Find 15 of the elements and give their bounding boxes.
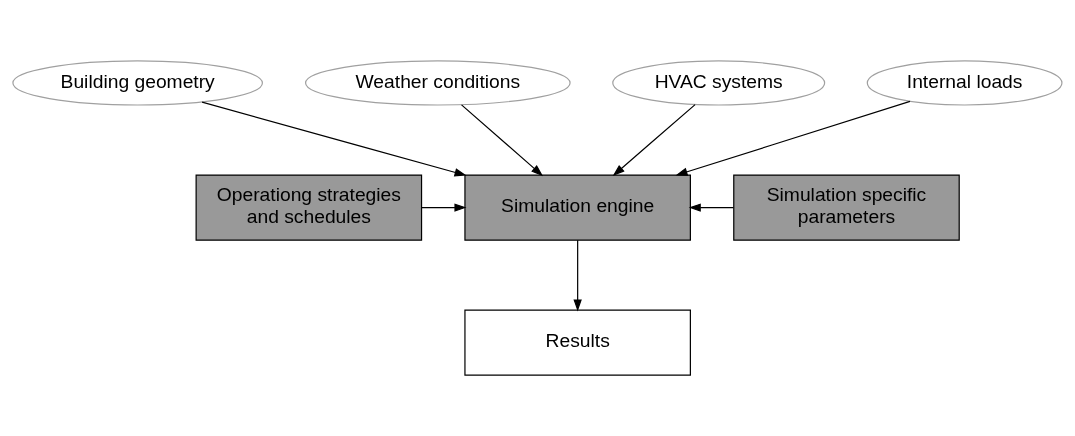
arrow bbox=[460, 104, 544, 177]
node-ellipse: Weather conditions bbox=[304, 60, 571, 106]
node-box: Operationg strategies and schedules bbox=[195, 174, 423, 241]
node-ellipse: HVAC systems bbox=[612, 60, 826, 106]
arrow bbox=[675, 100, 911, 176]
arrow bbox=[201, 101, 467, 177]
node-ellipse: Building geometry bbox=[12, 60, 263, 106]
arrow bbox=[612, 104, 696, 177]
node-box: Simulation specific parameters bbox=[733, 174, 960, 241]
node-box: Simulation engine bbox=[464, 174, 691, 241]
node-ellipse: Internal loads bbox=[866, 60, 1063, 106]
arrow bbox=[573, 239, 582, 312]
node-box: Results bbox=[464, 309, 691, 376]
arrow bbox=[421, 203, 467, 212]
arrow bbox=[688, 203, 735, 212]
